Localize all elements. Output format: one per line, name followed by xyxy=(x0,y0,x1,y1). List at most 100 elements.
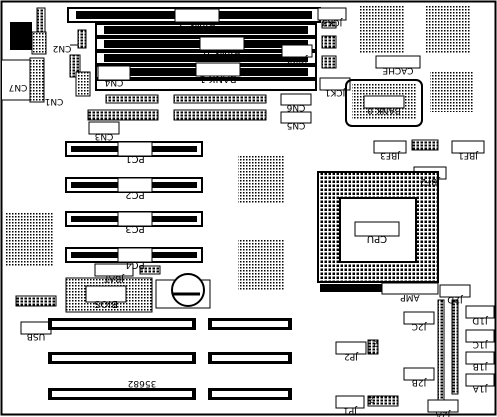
chipset-2 xyxy=(238,240,284,290)
cn5-label: CN5 xyxy=(287,120,306,130)
jck1-label-box xyxy=(319,77,351,91)
cn1-header xyxy=(69,54,81,78)
jck2-label: JCK2 xyxy=(287,54,309,64)
jbf1-label: JBF1 xyxy=(458,150,479,160)
jbat-label-box xyxy=(94,263,134,277)
isa-slot-1-inner xyxy=(52,321,192,327)
jck3-label-box xyxy=(317,7,347,21)
bank-middle-label: BANK 0 xyxy=(203,47,240,58)
cn2-side-block xyxy=(31,31,47,55)
jumper-column-left xyxy=(437,299,445,401)
cn6-connector xyxy=(173,94,267,104)
pci-slot-4-label-box xyxy=(117,247,153,263)
j2b-label-box xyxy=(403,367,435,381)
cache-chip-1 xyxy=(360,6,404,54)
j2d-label-box xyxy=(439,284,471,298)
j1d-label: J1D xyxy=(472,315,488,325)
cache-chip-2 xyxy=(426,6,470,54)
j1d-label-box xyxy=(465,305,495,319)
jumper-column-right xyxy=(451,299,459,395)
bank-lower-label: BANK 1 xyxy=(199,73,236,84)
jck2-pins xyxy=(321,35,337,49)
cache-bank-label: BANK 0 xyxy=(367,105,401,115)
board-id: 35682 xyxy=(128,378,157,388)
amp-label: AMP xyxy=(400,292,420,302)
usb-header xyxy=(15,295,57,307)
pc1-label: PC1 xyxy=(125,153,144,164)
simm-slot-4-inner xyxy=(104,54,308,62)
cache-label: CACHE xyxy=(382,65,413,75)
cn2-header xyxy=(36,7,46,35)
j1a-label-box xyxy=(465,373,495,387)
cache-label-box xyxy=(375,55,421,69)
simm-slot-6 xyxy=(95,79,317,91)
cn6-label-box xyxy=(280,93,312,106)
cn2-label: CN2 xyxy=(53,43,72,53)
jp1-pins xyxy=(367,395,399,407)
pci-slot-3-label-box xyxy=(117,211,153,227)
jp2-pins xyxy=(367,339,379,355)
jck1-label: JCK1 xyxy=(325,87,347,97)
cn6-label: CN6 xyxy=(286,102,305,112)
cache-bank-label-box xyxy=(363,95,405,109)
jp1-label-box xyxy=(335,395,365,409)
cache-chip-4 xyxy=(430,72,474,112)
cn4-label: CN4 xyxy=(104,77,123,87)
cn1-block xyxy=(75,71,91,97)
bank-middle-label-box xyxy=(199,36,245,51)
isa-slot-6-inner xyxy=(212,391,288,397)
jbf3-pins xyxy=(411,139,439,151)
cn3-header xyxy=(87,109,159,121)
cn3-label: CN3 xyxy=(95,131,114,141)
jbf1-label-box xyxy=(451,140,485,154)
cpu-label-box xyxy=(354,221,400,237)
isa-slot-3-inner xyxy=(52,355,192,361)
pci-slot-1-label-box xyxy=(117,141,153,157)
battery-cell xyxy=(171,273,205,307)
j2c-label: J2C xyxy=(412,321,428,331)
simm-slot-2-inner xyxy=(104,26,308,34)
chipset-3 xyxy=(6,212,54,266)
jp2-pin-label: 2 xyxy=(373,339,378,348)
cpu-lever xyxy=(320,284,438,292)
pci-slot-2-label-box xyxy=(117,177,153,193)
jbf3-label-box xyxy=(373,140,407,154)
jck1-pins xyxy=(321,55,337,69)
bios-label-box xyxy=(85,285,127,303)
cpu-socket-inner xyxy=(339,197,417,263)
pc2-label: PC2 xyxy=(125,189,144,200)
isa-slot-5-inner xyxy=(52,391,192,397)
bank-lower-label-box xyxy=(195,62,241,77)
cn4-connector xyxy=(97,65,131,81)
chipset-1 xyxy=(238,156,284,204)
cache-bank-box xyxy=(345,79,423,127)
jck3-label: JCK3 xyxy=(322,17,344,27)
cn7-label: CN7 xyxy=(9,82,28,92)
bank-top-label-box xyxy=(174,8,220,23)
cn3-label-box xyxy=(88,121,120,135)
j2b-label: J2B xyxy=(412,377,428,387)
isa-slot-4-inner xyxy=(212,355,288,361)
jp2-label-box xyxy=(335,341,367,355)
cn2-jack xyxy=(10,22,32,50)
isa-slot-2-inner xyxy=(212,321,288,327)
jck2-label-box xyxy=(281,44,313,58)
jbf2-label: JBF2 xyxy=(420,176,441,186)
cn3-connector xyxy=(105,94,159,104)
j1c-label: J1C xyxy=(473,339,489,349)
jbat-label: JBAT xyxy=(104,273,125,283)
jp2-label: JP2 xyxy=(344,351,359,361)
j1b-label-box xyxy=(465,351,495,365)
jbf3-label: JBF3 xyxy=(380,150,401,160)
amp-label-box xyxy=(381,282,439,295)
cn5-label-box xyxy=(280,111,312,124)
jp1-pin-label: 2 xyxy=(369,395,374,404)
j2c-label-box xyxy=(403,311,435,325)
j2d-label: J2D xyxy=(447,294,463,304)
bios-label: BIOS xyxy=(94,298,118,309)
pc3-label: PC3 xyxy=(125,223,144,234)
cpu-label: CPU xyxy=(367,233,387,244)
